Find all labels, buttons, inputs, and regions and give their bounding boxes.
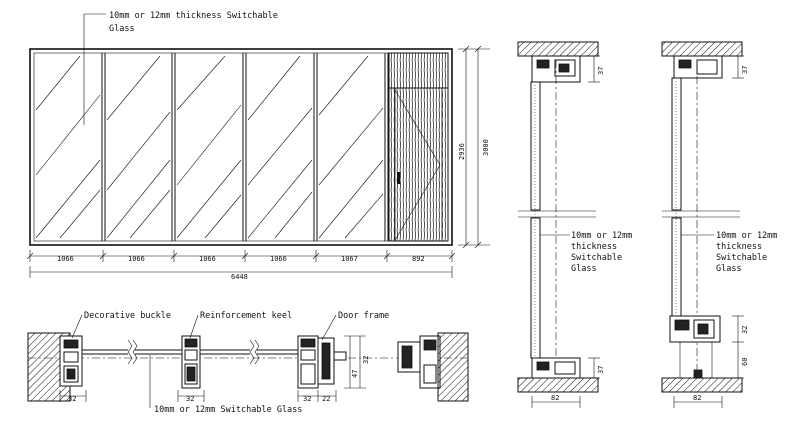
section-b-glass-line1: 10mm or 12mm	[716, 231, 777, 241]
door-frame-label: Door frame	[338, 311, 389, 321]
wood-door	[388, 52, 449, 242]
elevation-glass-note-line1: 10mm or 12mm thickness Switchable	[109, 11, 278, 21]
section-a-bottom-dim: 37	[597, 366, 605, 374]
section-a-ceiling	[517, 41, 599, 57]
glass-reflections	[35, 55, 384, 239]
section-b-mid-dim: 32	[741, 326, 749, 334]
plan-dim-h32: 32	[362, 356, 370, 364]
section-b-top-dim: 37	[741, 66, 749, 74]
vertical-section-b: 37 32 60 82 10mm or 12mm thickness Switc…	[661, 41, 777, 408]
plan-dim-right-32: 32	[303, 395, 311, 403]
panel-width-5: 1067	[341, 255, 358, 263]
plan-dim-right-22: 22	[322, 395, 330, 403]
panel-width-3: 1066	[199, 255, 216, 263]
elevation-glass-note-line2: Glass	[109, 24, 135, 34]
section-a-width-dim: 82	[551, 394, 559, 402]
plan-dimensions: 32 32 32 22 47 32	[59, 335, 370, 403]
door-frame-profile	[297, 335, 347, 389]
section-a-glass-line2: thickness	[571, 242, 617, 252]
section-a-glass-top	[530, 81, 541, 211]
plan-dim-47: 47	[351, 370, 359, 378]
right-wall	[437, 332, 469, 402]
total-width: 6448	[231, 273, 248, 281]
plan-dim-mid-32: 32	[186, 395, 194, 403]
section-b-width-dim: 82	[693, 394, 701, 402]
section-a-top-dim: 37	[597, 67, 605, 75]
reinforcement-keel-label: Reinforcement keel	[200, 311, 292, 321]
section-a-glass-line1: 10mm or 12mm	[571, 231, 632, 241]
plan-section: Decorative buckle Reinforcement keel Doo…	[27, 311, 470, 415]
section-b-glass-line4: Glass	[716, 264, 742, 274]
section-b-bottom-dim: 60	[741, 358, 749, 366]
decorative-buckle-label: Decorative buckle	[84, 311, 171, 321]
door-swing	[394, 89, 441, 241]
section-a-floor	[517, 377, 599, 393]
door-leaf-plan	[397, 335, 441, 389]
vertical-section-a: 37 37 82 10mm or 12mm thickness Switchab…	[517, 41, 632, 408]
panel-width-4: 1066	[270, 255, 287, 263]
total-height: 3000	[482, 139, 490, 156]
glass-panels-plan	[82, 349, 298, 355]
plan-dim-left-32: 32	[68, 395, 76, 403]
mullions	[101, 53, 389, 241]
plan-glass-label: 10mm or 12mm Switchable Glass	[154, 405, 302, 415]
section-a-glass-line4: Glass	[571, 264, 597, 274]
reinforcement-keel-profile	[181, 335, 201, 389]
section-b-glass-top	[671, 77, 682, 211]
elevation-outer-frame	[29, 48, 453, 246]
door-height: 2936	[458, 143, 466, 160]
section-b-glass-line3: Switchable	[716, 253, 767, 263]
door-handle	[397, 172, 400, 184]
section-b-ceiling	[661, 41, 743, 57]
height-dimensions: 2936 3000	[458, 45, 490, 249]
panel-width-6: 892	[412, 255, 425, 263]
section-a-glass-bottom	[530, 217, 541, 359]
panel-width-1: 1066	[57, 255, 74, 263]
section-b-glass-bottom	[671, 217, 682, 317]
section-b-glass-line2: thickness	[716, 242, 762, 252]
section-a-glass-line3: Switchable	[571, 253, 622, 263]
front-elevation: 10mm or 12mm thickness Switchable Glass …	[26, 11, 490, 281]
decorative-buckle-profile	[59, 335, 83, 387]
panel-width-2: 1066	[128, 255, 145, 263]
width-dimensions: 1066 1066 1066 1066 1067 892 6448	[26, 250, 456, 281]
section-b-floor	[661, 377, 743, 393]
